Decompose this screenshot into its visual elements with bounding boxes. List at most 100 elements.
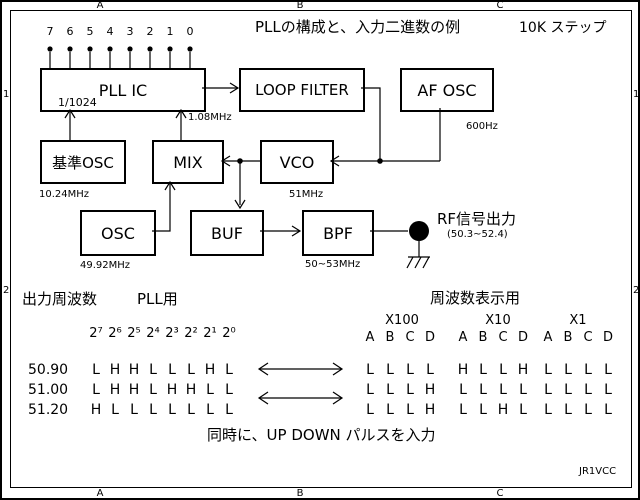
pll-bit-cell: H [109, 382, 121, 398]
bcd-column-header: A [458, 330, 468, 345]
pin-number-label: 0 [186, 25, 194, 38]
credit-callsign: JR1VCC [579, 466, 617, 477]
pin-dot [67, 46, 73, 52]
display-bit-cell: L [406, 382, 414, 398]
display-bit-cell: L [479, 362, 487, 378]
ground-slash-icon [406, 256, 414, 269]
bit-weight-header: 2¹ [203, 326, 217, 341]
ref-osc-box: 基準OSC [40, 140, 126, 184]
page-title: PLLの構成と、入力二進数の例 [255, 18, 461, 36]
display-bit-cell: L [519, 382, 527, 398]
refosc-freq-label: 10.24MHz [39, 189, 90, 200]
pin-dot [87, 46, 93, 52]
display-bit-cell: L [459, 382, 467, 398]
display-bit-cell: L [366, 402, 374, 418]
wire-loopfilter-down [361, 87, 381, 160]
bcd-column-header: B [563, 330, 573, 345]
frame-marker-top: A [96, 0, 104, 11]
arrowhead-into-loopfilter [229, 82, 240, 94]
bit-weight-header: 2³ [165, 326, 179, 341]
arrowhead-into-vco [329, 155, 340, 167]
buf-label: BUF [211, 223, 243, 243]
arrowhead-into-mix [220, 155, 231, 167]
arrowhead-into-mix-bottom [164, 180, 176, 191]
display-bit-cell: L [604, 362, 612, 378]
frame-marker-top: B [296, 0, 304, 11]
pll-bit-cell: H [204, 362, 216, 378]
display-bit-cell: L [366, 362, 374, 378]
pin-number-label: 1 [166, 25, 174, 38]
bcd-column-header: C [405, 330, 415, 345]
bit-weight-header: 2⁰ [222, 326, 236, 341]
bpf-label: BPF [323, 223, 353, 243]
display-column-title: 周波数表示用 [430, 289, 521, 307]
display-bit-cell: L [479, 402, 487, 418]
loop-filter-label: LOOP FILTER [255, 81, 349, 99]
pll-bit-cell: H [128, 382, 140, 398]
arrowhead-into-bpf [291, 225, 302, 237]
pin-number-label: 7 [46, 25, 54, 38]
pll-bit-cell: H [166, 382, 178, 398]
pll-bit-cell: H [109, 362, 121, 378]
pll-bit-cell: L [187, 402, 195, 418]
group-header-x100: X100 [385, 313, 419, 328]
display-bit-cell: L [604, 382, 612, 398]
display-bit-cell: L [544, 402, 552, 418]
pll-bit-cell: L [187, 362, 195, 378]
pin-number-label: 4 [106, 25, 114, 38]
pin-number-label: 6 [66, 25, 74, 38]
display-bit-cell: H [457, 362, 469, 378]
pll-bit-cell: L [92, 382, 100, 398]
pll-bit-cell: L [149, 402, 157, 418]
junction-dot-loopfilter [377, 158, 383, 164]
mix-freq-label: 1.08MHz [188, 112, 232, 123]
group-header-x1: X1 [569, 313, 587, 328]
pll-ic-box: PLL IC 1/1024 [40, 68, 206, 112]
display-bit-cell: L [386, 382, 394, 398]
pll-bit-cell: L [149, 382, 157, 398]
display-bit-cell: L [584, 362, 592, 378]
bit-weight-header: 2⁵ [127, 326, 141, 341]
frame-marker-bottom: B [296, 488, 304, 499]
pll-bit-cell: L [92, 362, 100, 378]
display-bit-cell: L [366, 382, 374, 398]
frame-marker-left: 1 [3, 89, 10, 100]
rf-output-range: (50.3~52.4) [447, 229, 508, 240]
pin-number-label: 3 [126, 25, 134, 38]
step-label: 10K ステップ [519, 20, 607, 36]
frame-marker-right: 2 [633, 285, 640, 296]
pll-bit-cell: L [168, 362, 176, 378]
osc-box: OSC [80, 210, 156, 256]
pll-bit-cell: H [128, 362, 140, 378]
pll-bit-cell: L [225, 362, 233, 378]
loop-filter-box: LOOP FILTER [239, 68, 365, 112]
bpf-freq-label: 50~53MHz [305, 259, 361, 270]
display-bit-cell: L [584, 402, 592, 418]
frame-marker-left: 2 [3, 285, 10, 296]
exchange-arrow-1-lefthead [257, 362, 269, 376]
display-bit-cell: L [426, 362, 434, 378]
osc-label: OSC [101, 223, 135, 243]
pll-bit-cell: H [185, 382, 197, 398]
bpf-box: BPF [302, 210, 374, 256]
display-bit-cell: L [564, 402, 572, 418]
row-frequency: 51.00 [28, 382, 69, 398]
ground-slash-icon [414, 256, 422, 269]
pin-number-label: 2 [146, 25, 154, 38]
display-bit-cell: L [564, 362, 572, 378]
pll-bit-cell: L [225, 402, 233, 418]
pll-bit-cell: L [206, 382, 214, 398]
bcd-column-header: B [478, 330, 488, 345]
frame-marker-bottom: A [96, 488, 104, 499]
arrowhead-into-pllic-left [64, 108, 76, 119]
display-bit-cell: L [584, 382, 592, 398]
pin-dot [147, 46, 153, 52]
display-bit-cell: L [519, 402, 527, 418]
frame-marker-top: C [496, 0, 504, 11]
display-bit-cell: L [459, 402, 467, 418]
group-header-x10: X10 [485, 313, 511, 328]
bcd-column-header: A [365, 330, 375, 345]
pll-column-title: PLL用 [137, 290, 178, 308]
display-bit-cell: H [517, 362, 529, 378]
